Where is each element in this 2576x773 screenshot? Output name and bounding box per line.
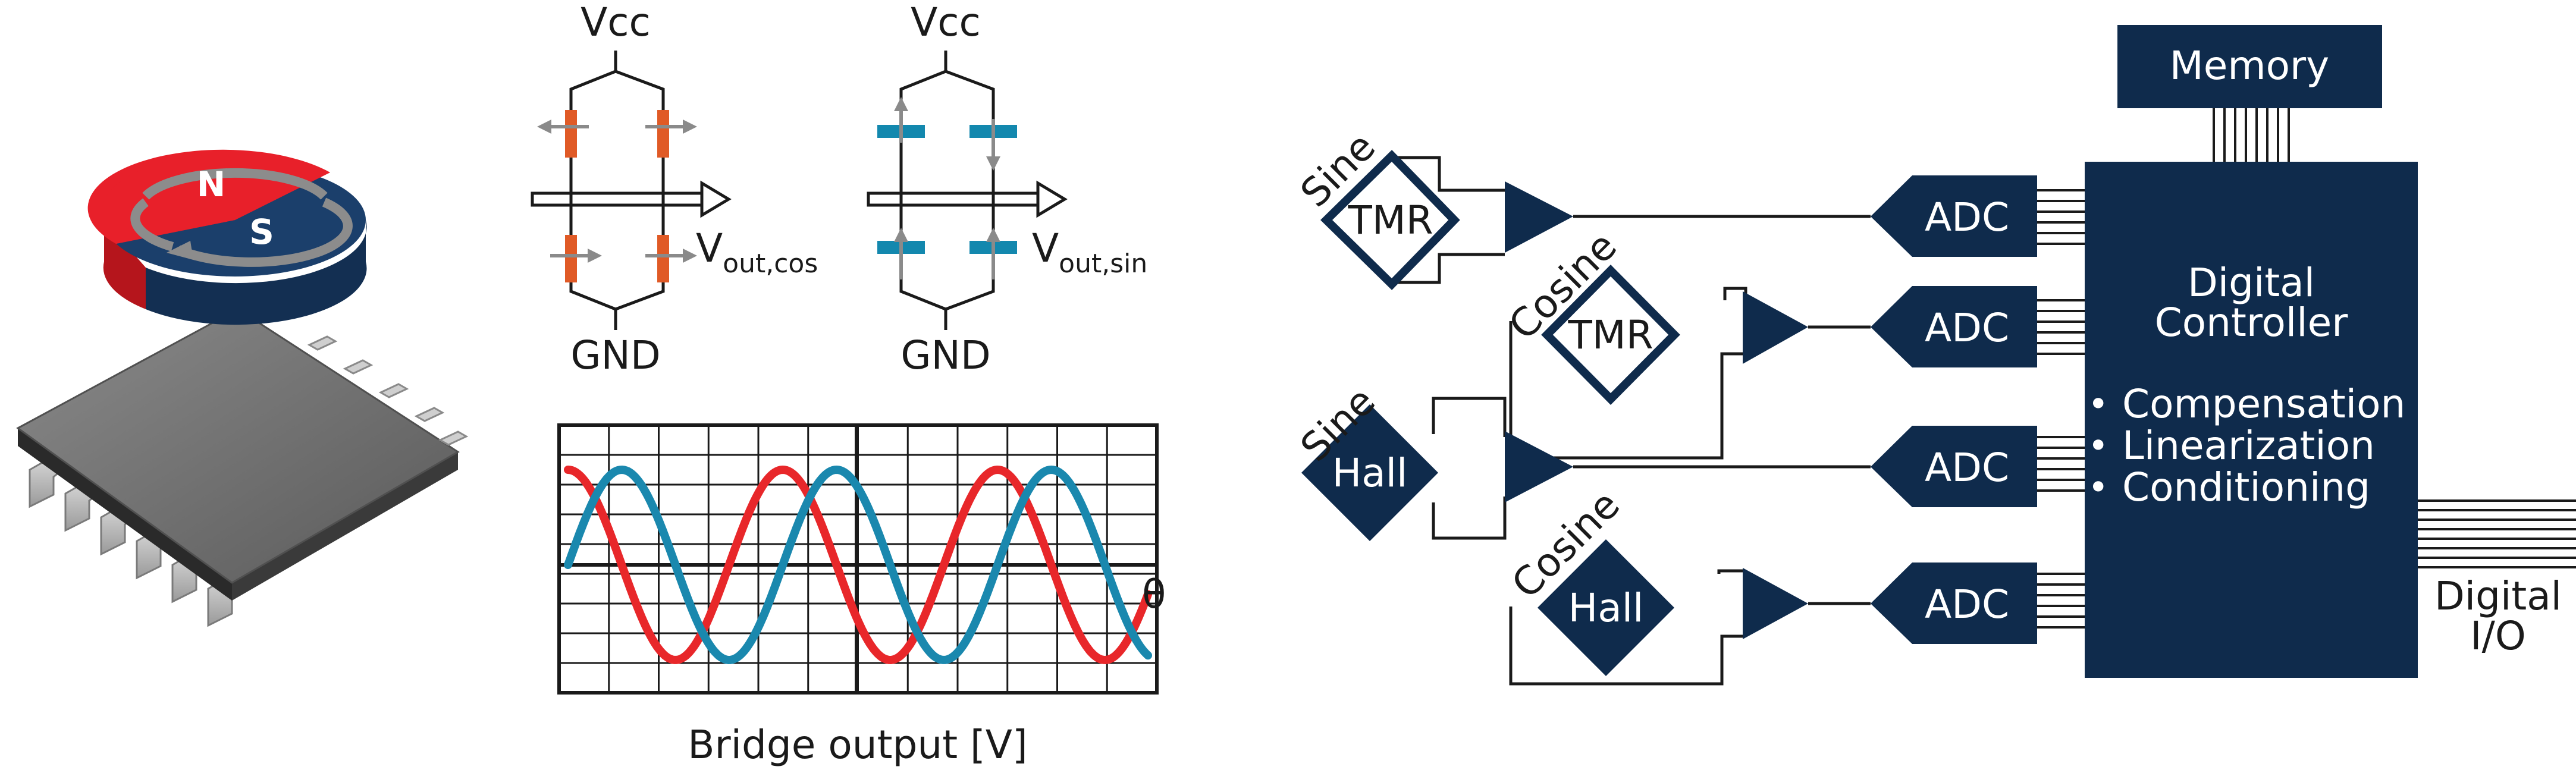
- cos-resistors: [537, 110, 697, 282]
- controller-title-line1: Digital: [2188, 260, 2315, 306]
- svg-text:ADC: ADC: [1925, 305, 2009, 351]
- svg-text:ADC: ADC: [1925, 194, 2009, 240]
- amplifier-icon: [1505, 181, 1573, 253]
- chip-body-top: [16, 308, 460, 584]
- signal-wires: [1392, 108, 2576, 686]
- digital-io-label-line1: Digital: [2434, 573, 2562, 619]
- disc-magnet: N S: [87, 149, 367, 325]
- block-diagram: TMR Sine TMR Cosine Hall Sine Hall Cosin…: [1292, 25, 2576, 686]
- series-line-sin: [564, 465, 1152, 665]
- chip-side-right: [232, 452, 458, 601]
- svg-text:Memory: Memory: [2170, 43, 2329, 89]
- sensor-type-label: TMR: [1567, 312, 1653, 358]
- sensor-type-label: Hall: [1568, 585, 1644, 631]
- sensor-cosine-tmr: TMR Cosine: [1500, 223, 1680, 405]
- cos-gnd-label: GND: [570, 332, 660, 378]
- magnet-north-label: N: [197, 164, 226, 205]
- feature-item: Conditioning: [2122, 464, 2370, 510]
- adc-block: ADC: [1871, 286, 2037, 367]
- sin-vcc-label: Vcc: [911, 0, 981, 45]
- magnet-south-label: S: [249, 212, 274, 252]
- series-line-cos: [564, 465, 1152, 665]
- bullet-icon: •: [2088, 384, 2109, 425]
- memory-block: Memory: [2117, 25, 2382, 108]
- bullet-icon: •: [2088, 425, 2109, 467]
- chart-caption: Bridge output [V]: [688, 722, 1027, 768]
- sensor-type-label: TMR: [1347, 197, 1433, 243]
- controller-title-line2: Controller: [2155, 300, 2349, 345]
- sensor-cosine-hall: Hall Cosine: [1503, 482, 1674, 676]
- bridge-sin: [867, 51, 1040, 330]
- digital-io-label-line2: I/O: [2470, 613, 2526, 659]
- sensor-sine-tmr: TMR Sine: [1292, 124, 1460, 290]
- feature-item: Linearization: [2122, 423, 2375, 469]
- adc-block: ADC: [1871, 563, 2037, 644]
- adc-block: ADC: [1871, 426, 2037, 507]
- bridge-output-chart: θ Bridge output [V]: [557, 423, 1166, 768]
- amplifier-icon: [1505, 431, 1573, 502]
- svg-text:ADC: ADC: [1925, 445, 2009, 491]
- bridge-cos: [531, 51, 704, 330]
- digital-controller-block: Digital Controller • Compensation • Line…: [2085, 162, 2418, 678]
- sin-output-arrow-icon: [1036, 180, 1068, 218]
- chip-side-front: [18, 428, 232, 601]
- adc-block: ADC: [1871, 175, 2037, 257]
- svg-text:ADC: ADC: [1925, 582, 2009, 627]
- sin-gnd-label: GND: [900, 332, 990, 378]
- cos-vout-label: Vout,cos: [696, 225, 818, 279]
- sensor-type-label: Hall: [1332, 450, 1408, 496]
- rotation-arrow-icon: [167, 241, 193, 260]
- feature-item: Compensation: [2122, 381, 2405, 427]
- sin-resistors: [877, 97, 1017, 279]
- amplifier-icon: [1743, 291, 1808, 364]
- amplifier-icon: [1743, 568, 1808, 639]
- bullet-icon: •: [2088, 467, 2109, 508]
- chart-theta-label: θ: [1142, 571, 1166, 617]
- cos-vcc-label: Vcc: [581, 0, 651, 45]
- cos-output-arrow-icon: [700, 180, 732, 218]
- sin-vout-label: Vout,sin: [1032, 225, 1147, 279]
- sensor-chip-illustration: N S: [16, 149, 469, 627]
- sensor-sine-hall: Hall Sine: [1292, 378, 1438, 541]
- chip-pins-back: [307, 335, 469, 446]
